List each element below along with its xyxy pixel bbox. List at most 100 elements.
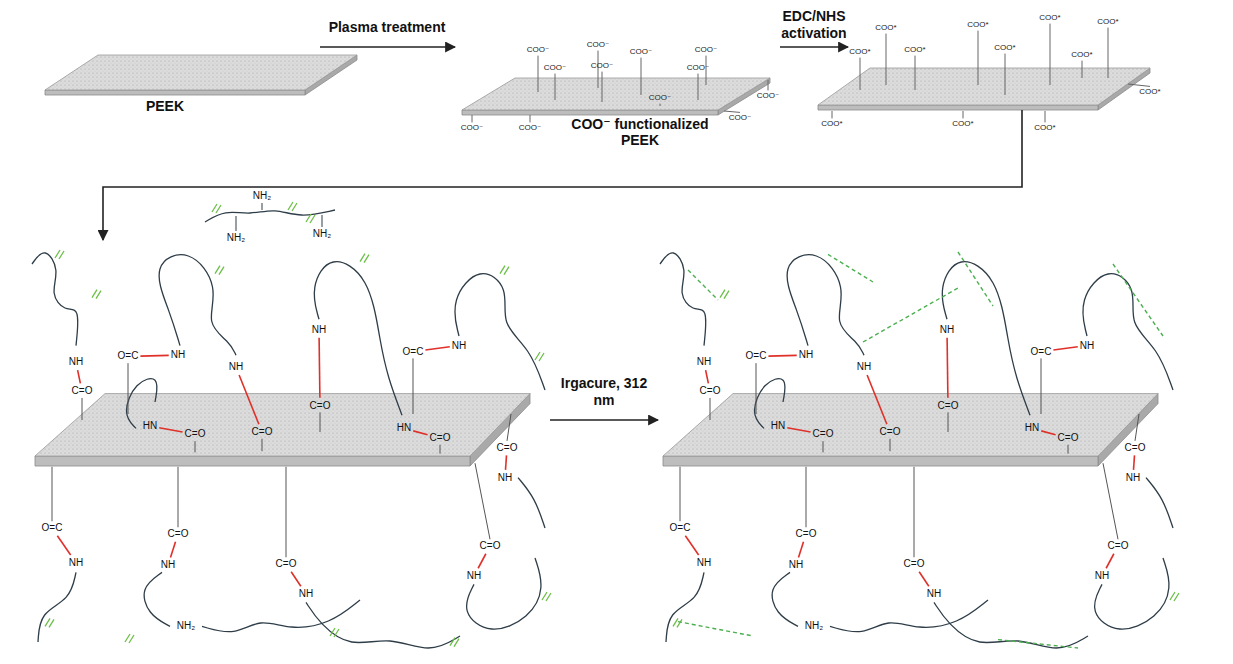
carboxyl-label: COO* bbox=[849, 47, 870, 56]
process-arrow bbox=[103, 110, 1022, 240]
linker-stem bbox=[978, 31, 979, 85]
vinyl-group bbox=[306, 214, 315, 223]
linker-stem bbox=[1050, 24, 1051, 85]
carboxyl-label: COO⁻ bbox=[695, 45, 717, 54]
crosslink bbox=[828, 254, 873, 282]
vinyl-group bbox=[45, 618, 54, 627]
group-label: HN bbox=[771, 420, 785, 432]
amine-stem bbox=[322, 215, 323, 227]
group-label: C=O bbox=[796, 528, 817, 540]
polymer-chain bbox=[306, 602, 460, 648]
polymer-chain bbox=[144, 572, 170, 626]
linker-stem bbox=[832, 111, 833, 118]
group-label: C=O bbox=[1108, 540, 1129, 552]
group-label: C=O bbox=[480, 540, 501, 552]
group-label: O=C bbox=[42, 522, 63, 534]
linker-stems bbox=[52, 24, 1150, 558]
polymer-chain bbox=[159, 255, 236, 355]
group-label: NH bbox=[697, 357, 711, 369]
carboxyl-label: COO⁻ bbox=[587, 40, 609, 49]
group-label: NH bbox=[789, 559, 803, 571]
peek-sheet bbox=[45, 55, 357, 95]
plate-texture bbox=[35, 394, 530, 456]
step-label: Irgacure, 312 nm bbox=[554, 375, 654, 409]
linker-stem bbox=[1068, 445, 1069, 454]
linker-stem bbox=[507, 414, 511, 441]
amide-bond bbox=[919, 572, 929, 587]
amine-stem bbox=[262, 203, 263, 210]
group-label: C=O bbox=[497, 442, 518, 454]
plate-top bbox=[663, 394, 1158, 456]
carboxyl-label: COO* bbox=[821, 119, 842, 128]
vinyl-group bbox=[673, 618, 682, 627]
linker-stem bbox=[915, 56, 916, 90]
group-label: O=C bbox=[746, 351, 767, 363]
group-label: NH bbox=[452, 340, 466, 352]
vinyl-group bbox=[500, 266, 509, 275]
plate-texture bbox=[462, 78, 770, 110]
amine-label: NH₂ bbox=[313, 228, 331, 240]
carboxyl-label: COO⁻ bbox=[527, 45, 549, 54]
crosslink bbox=[998, 640, 1078, 648]
group-label: C=O bbox=[252, 426, 273, 438]
linker-stem bbox=[1041, 358, 1042, 414]
linker-stem bbox=[886, 34, 887, 85]
linker-stem bbox=[660, 104, 661, 106]
amide-bond bbox=[706, 370, 709, 383]
plate-front bbox=[35, 456, 470, 466]
polymer-chain bbox=[314, 262, 402, 416]
amine-label: NH₂ bbox=[253, 190, 271, 202]
group-label: C=O bbox=[310, 400, 331, 412]
linker-stem bbox=[1005, 54, 1006, 95]
carboxyl-label: COO⁻ bbox=[630, 47, 652, 56]
carboxyl-label: COO* bbox=[1034, 123, 1055, 132]
linker-stem bbox=[320, 412, 321, 432]
linker-stem bbox=[82, 398, 83, 420]
vinyl-group bbox=[535, 352, 544, 361]
amide-bond bbox=[1041, 431, 1055, 435]
group-label: NH bbox=[467, 570, 481, 582]
carboxyl-label: COO* bbox=[1097, 17, 1118, 26]
linker-stem bbox=[530, 115, 531, 122]
carboxyl-label: COO⁻ bbox=[544, 63, 566, 72]
linker-stem bbox=[680, 467, 681, 521]
vinyl-group bbox=[330, 628, 339, 637]
plate-top bbox=[818, 68, 1150, 105]
linker-stem bbox=[710, 398, 711, 420]
linker-stem bbox=[538, 56, 539, 92]
vinyl-group bbox=[720, 290, 729, 299]
amide-bond bbox=[787, 428, 810, 432]
polymer-chain bbox=[38, 572, 76, 642]
group-label: C=O bbox=[276, 558, 297, 570]
vinyl-group bbox=[288, 202, 297, 211]
group-label: NH bbox=[161, 559, 175, 571]
vinyl-group bbox=[215, 266, 224, 275]
plate-texture bbox=[818, 68, 1150, 105]
amide-bond bbox=[170, 542, 175, 558]
vinyl-group bbox=[125, 634, 134, 643]
group-label: C=O bbox=[1058, 432, 1079, 444]
linker-stem bbox=[555, 74, 556, 100]
carboxyl-label: COO* bbox=[1139, 87, 1160, 96]
amide-bond bbox=[78, 370, 81, 383]
vinyl-group bbox=[360, 254, 369, 263]
activated-plate: COO*COO*COO*COO*COO*COO*COO*COO*COO*COO*… bbox=[848, 10, 1175, 110]
amide-bond bbox=[413, 431, 427, 435]
polymer-chain bbox=[660, 253, 706, 346]
linker-stem bbox=[1135, 414, 1139, 441]
polymer-chain bbox=[202, 600, 360, 632]
group-label: O=C bbox=[118, 351, 139, 363]
amide-bond bbox=[57, 536, 70, 555]
linker-stem bbox=[914, 467, 915, 557]
carboxyl-label: COO⁻ bbox=[649, 93, 671, 102]
polymer-chain bbox=[518, 478, 545, 528]
group-label: NH bbox=[69, 557, 83, 569]
plate-caption: COO⁻ functionalized PEEK bbox=[555, 116, 725, 148]
polymer-chain bbox=[32, 253, 78, 346]
polymer-chain bbox=[772, 572, 798, 626]
plate-texture bbox=[663, 394, 1158, 456]
crosslinked-surface: NHC=OO=CNHNHC=ONHC=OO=CNHHNC=OHNC=OC=ONH… bbox=[658, 240, 1178, 660]
amide-bond bbox=[505, 455, 508, 470]
